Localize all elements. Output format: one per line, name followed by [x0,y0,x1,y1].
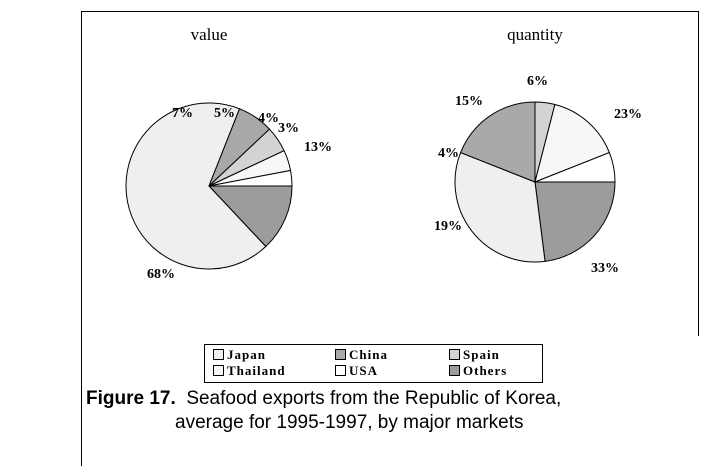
quantity-label-spain: 4% [438,146,459,161]
caption-text-1: Seafood exports from the Republic of Kor… [186,388,562,409]
caption-line-2: average for 1995-1997, by major markets [86,411,561,435]
value-label-china: 7% [172,106,193,121]
frame-left-border [81,11,82,466]
quantity-label-china: 19% [434,219,462,234]
value-pie [125,102,293,270]
legend-swatch-spain [449,349,460,360]
quantity-slice-others [534,181,616,262]
quantity-slice-japan [454,151,546,263]
figure-caption: Figure 17. Seafood exports from the Repu… [86,387,561,435]
quantity-label-others: 23% [614,107,642,122]
quantity-slice-thailand [534,103,611,183]
quantity-pie-labels: 23% 33% 19% 4% 15% 6% [434,74,642,276]
legend-item-usa: USA [335,364,378,378]
quantity-slice-usa [534,151,616,183]
legend-swatch-usa [335,365,346,376]
quantity-pie [454,101,616,263]
legend-label-usa: USA [349,363,379,378]
legend-label-china: China [349,347,388,362]
legend-swatch-thailand [213,365,224,376]
legend-item-japan: Japan [213,348,266,362]
caption-line-1: Figure 17. Seafood exports from the Repu… [86,387,561,411]
quantity-label-usa: 6% [527,74,548,89]
figure-label: Figure 17. [86,388,176,409]
quantity-label-japan: 33% [591,261,619,276]
value-label-spain: 5% [214,106,235,121]
value-label-thailand: 4% [258,111,279,126]
value-slice-usa [208,169,293,187]
quantity-slice-china [459,101,536,183]
legend-item-spain: Spain [449,348,500,362]
legend-swatch-japan [213,349,224,360]
legend-label-others: Others [463,363,508,378]
frame-top-border [81,11,698,12]
value-pie-labels: 13% 68% 7% 5% 4%3% [147,106,332,282]
quantity-chart-title: quantity [507,25,563,44]
value-label-usa: 3% [278,121,299,136]
legend-item-china: China [335,348,388,362]
frame-right-border [698,11,699,336]
legend-item-thailand: Thailand [213,364,286,378]
legend-swatch-others [449,365,460,376]
legend-swatch-china [335,349,346,360]
quantity-label-thailand: 15% [455,94,483,109]
value-slice-japan [125,102,267,270]
value-label-japan: 68% [147,267,175,282]
legend-item-others: Others [449,364,507,378]
value-label-others: 13% [304,140,332,155]
caption-text-2: average for 1995-1997, by major markets [175,412,524,433]
legend: Japan China Spain Thailand USA Others [204,344,543,383]
legend-label-spain: Spain [463,347,500,362]
legend-label-japan: Japan [227,347,266,362]
value-slice-others [207,185,293,248]
value-chart-title: value [191,25,228,44]
legend-label-thailand: Thailand [227,363,286,378]
